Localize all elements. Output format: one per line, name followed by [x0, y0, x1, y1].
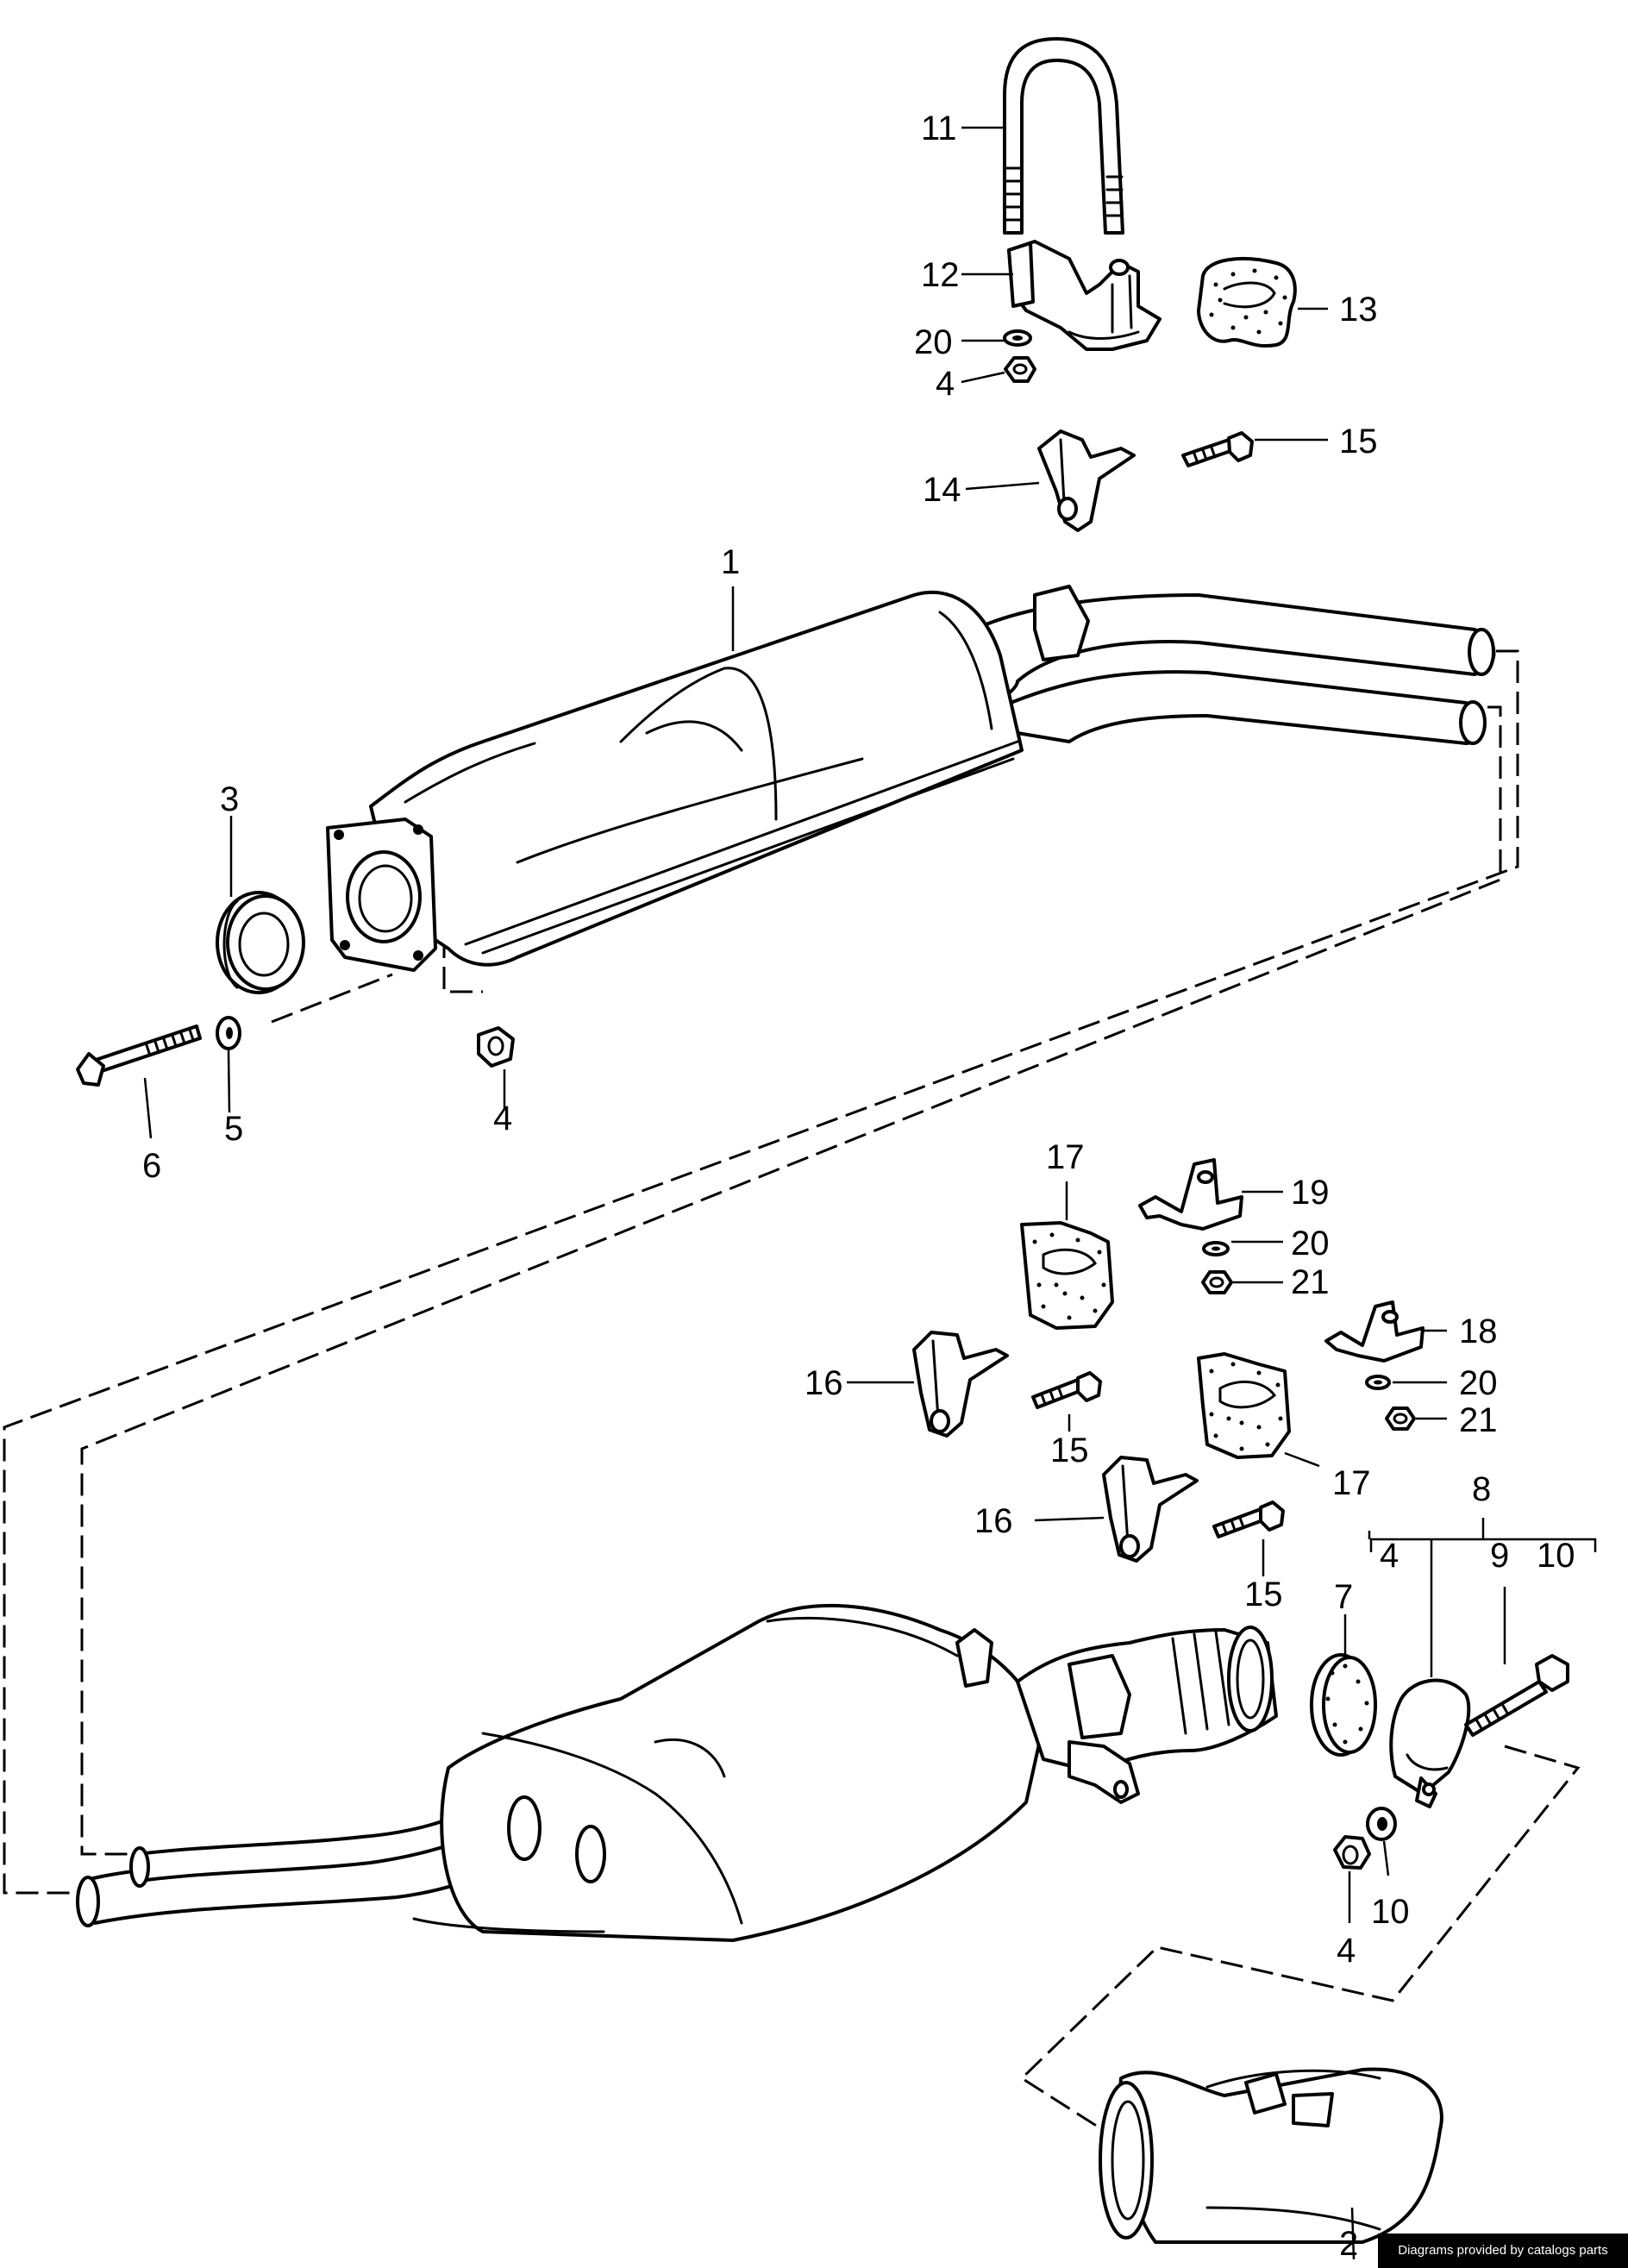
- bracket-part-12: [1007, 240, 1162, 351]
- rubber-mount-part-13: [1197, 257, 1297, 348]
- callout-11: 11: [921, 110, 957, 147]
- rubber-texture-17-upper: [1032, 1232, 1106, 1320]
- washer-part-20-top: [1003, 329, 1032, 347]
- rubber-texture-13: [1209, 268, 1287, 335]
- u-bolt-part-11: [1003, 37, 1124, 235]
- rubber-mount-part-17-lower: [1197, 1352, 1291, 1459]
- diagram-credit-footer: Diagrams provided by catalogs parts: [1378, 2234, 1628, 2268]
- callout-12: 12: [921, 256, 960, 294]
- nut-part-4-rear: [1333, 1835, 1371, 1870]
- callout-15-top: 15: [1339, 423, 1378, 460]
- callout-16-lower: 16: [974, 1502, 1013, 1540]
- sealing-ring-part-7: [1310, 1653, 1377, 1757]
- callout-4-rear: 4: [1337, 1932, 1356, 1970]
- callout-14: 14: [923, 471, 961, 509]
- leader-lines: [143, 126, 1597, 2260]
- callout-10-washer: 10: [1371, 1893, 1410, 1931]
- callout-4-top: 4: [936, 365, 955, 403]
- callout-18: 18: [1459, 1313, 1498, 1350]
- callout-6: 6: [142, 1147, 161, 1185]
- callout-1: 1: [721, 543, 740, 581]
- clamp-part-14: [1037, 429, 1136, 532]
- nut-part-21-right: [1385, 1407, 1416, 1431]
- washer-part-5: [216, 1016, 241, 1050]
- bolt-part-15-mid-lower: [1212, 1501, 1285, 1538]
- callout-8: 8: [1472, 1470, 1491, 1508]
- nut-part-21-mid: [1201, 1270, 1233, 1294]
- clamp-part-16-lower: [1102, 1456, 1199, 1563]
- callout-2: 2: [1339, 2225, 1358, 2263]
- washer-part-20-mid: [1202, 1241, 1230, 1256]
- front-muffler-part-1: [326, 585, 1496, 972]
- callout-labels: 1 2 3 4 4 4 4 5 6 7 8 9 10 10 11 12 13 1…: [142, 110, 1575, 2263]
- callout-17-upper: 17: [1046, 1138, 1085, 1176]
- callout-20-top: 20: [914, 323, 953, 361]
- diagram-credit-text: Diagrams provided by catalogs parts: [1398, 2243, 1608, 2258]
- bracket-part-19: [1138, 1158, 1243, 1231]
- callout-5: 5: [224, 1110, 243, 1148]
- callout-15-mid-lower: 15: [1244, 1576, 1283, 1613]
- callout-21-right: 21: [1459, 1401, 1498, 1439]
- rubber-texture-17-lower: [1209, 1362, 1283, 1451]
- nut-part-4-top: [1004, 356, 1036, 383]
- callout-20-right: 20: [1459, 1364, 1498, 1402]
- callout-20-mid: 20: [1291, 1225, 1330, 1262]
- callout-9: 9: [1490, 1537, 1509, 1575]
- callout-19: 19: [1291, 1174, 1330, 1212]
- dashed-connection-outline: [3, 649, 1581, 2140]
- callout-7: 7: [1334, 1578, 1353, 1616]
- bolt-part-9: [1464, 1654, 1569, 1737]
- callout-4-clamp: 4: [1380, 1537, 1399, 1575]
- clamp-part-16-upper: [912, 1331, 1009, 1438]
- callout-16-upper: 16: [805, 1364, 843, 1402]
- nut-part-4-front: [477, 1026, 515, 1068]
- callout-10-clamp: 10: [1537, 1537, 1575, 1575]
- bolt-part-15-mid-upper: [1031, 1371, 1102, 1409]
- clamp-assembly-part-8: [1389, 1678, 1471, 1808]
- bracket-part-18: [1324, 1300, 1424, 1363]
- ring-texture-7: [1325, 1663, 1369, 1745]
- rubber-mount-part-17-upper: [1020, 1221, 1114, 1330]
- tailpipe-trim-part-2: [1099, 2067, 1443, 2244]
- bolt-part-15-top: [1181, 431, 1254, 467]
- washer-part-20-right: [1365, 1375, 1391, 1390]
- bolt-part-6: [76, 1024, 202, 1087]
- callout-4-front: 4: [493, 1100, 512, 1137]
- callout-13: 13: [1339, 291, 1378, 329]
- callout-3: 3: [220, 780, 239, 818]
- callout-21-mid: 21: [1291, 1263, 1330, 1301]
- rear-muffler-assembly: [76, 1603, 1278, 1942]
- callout-15-mid-upper: 15: [1050, 1432, 1089, 1469]
- callout-17-lower: 17: [1332, 1464, 1371, 1502]
- washer-part-10: [1366, 1807, 1397, 1841]
- sealing-ring-part-3: [216, 891, 305, 994]
